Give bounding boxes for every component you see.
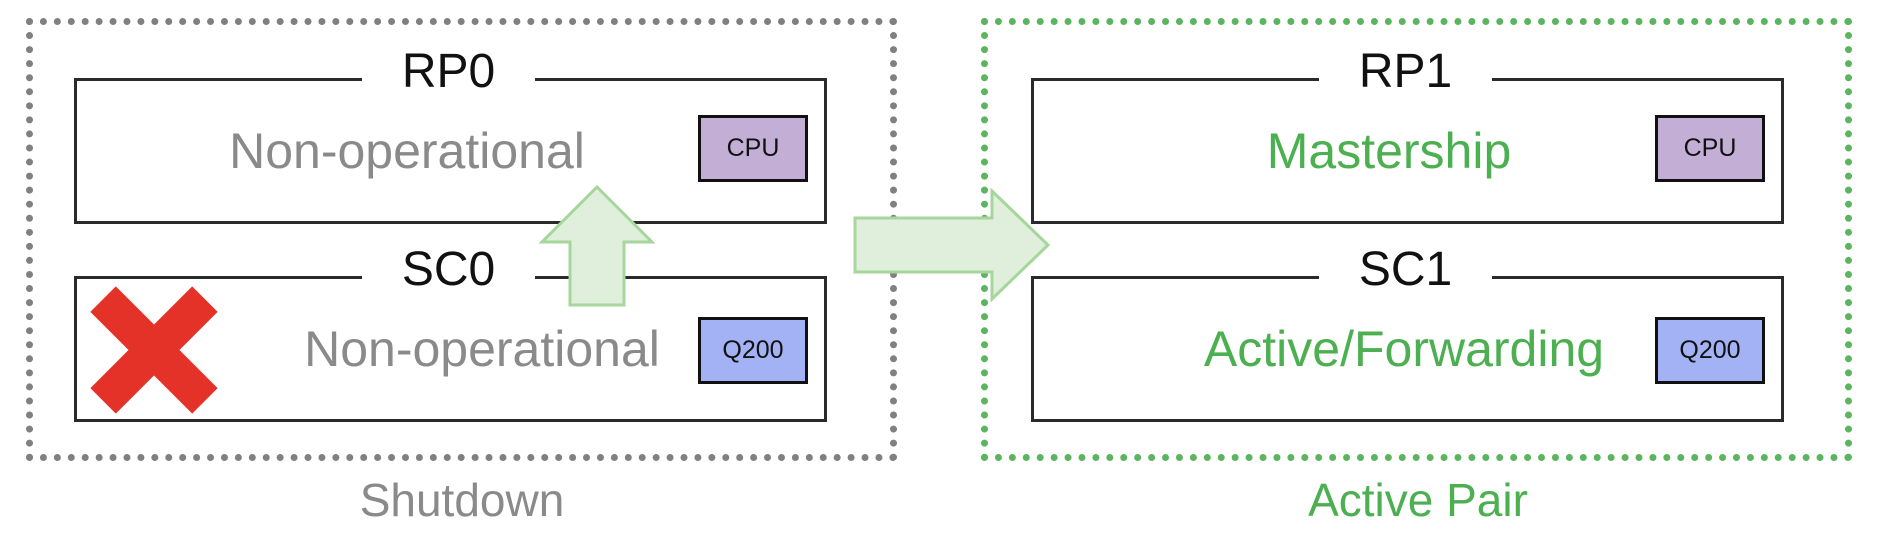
rp1-card: RP1 Mastership CPU [1031,41,1784,224]
up-arrow-icon [538,184,656,307]
rp1-status: Mastership [1266,123,1512,179]
sc1-status: Active/Forwarding [1203,321,1605,377]
sc0-status: Non-operational [304,321,660,377]
rp1-title: RP1 [1319,41,1492,103]
sc1-title: SC1 [1319,239,1492,301]
sc1-q200-chip: Q200 [1655,317,1765,384]
rp0-card: RP0 Non-operational CPU [74,41,827,224]
sc1-card: SC1 Active/Forwarding Q200 [1031,239,1784,422]
rp1-cpu-chip: CPU [1655,115,1765,182]
failure-x-icon [90,286,218,414]
right-arrow-icon [853,187,1051,303]
sc0-q200-chip: Q200 [698,317,808,384]
rp0-cpu-chip: CPU [698,115,808,182]
sc0-title: SC0 [362,239,535,301]
active-pair-caption: Active Pair [1308,474,1528,526]
shutdown-caption: Shutdown [359,474,565,526]
rp0-status: Non-operational [229,123,585,179]
rp0-title: RP0 [362,41,535,103]
